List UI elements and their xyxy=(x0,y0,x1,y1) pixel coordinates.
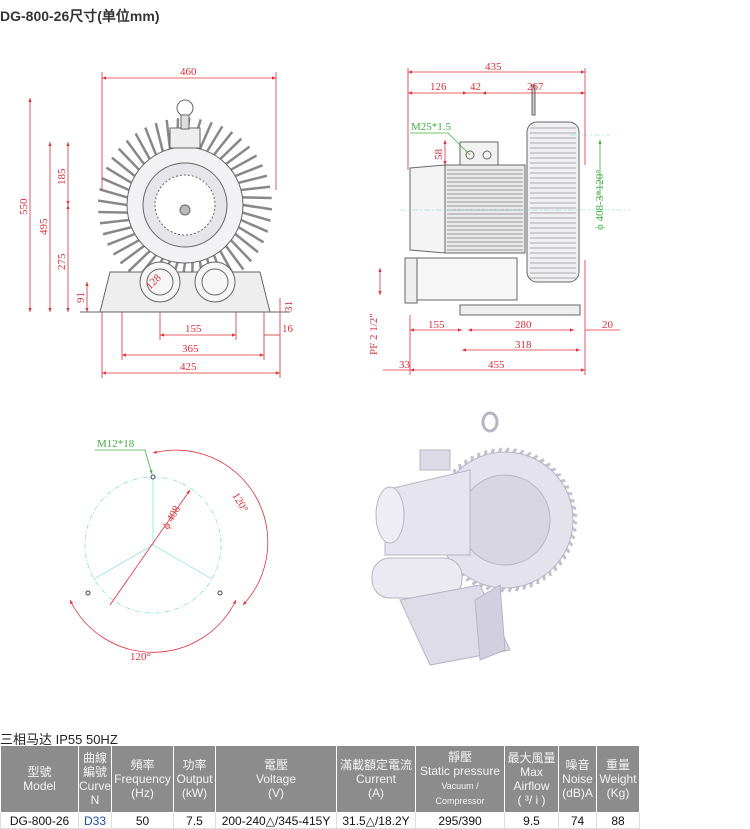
fin-line xyxy=(235,165,262,176)
dim-318: 318 xyxy=(515,339,532,351)
fin-line xyxy=(241,187,270,190)
dim-42: 42 xyxy=(470,81,481,93)
fin-line xyxy=(156,123,163,151)
dim-280: 280 xyxy=(515,319,532,331)
cell-airflow: 9.5 xyxy=(505,813,559,829)
flange-label: ϕ 408-3*120° xyxy=(594,169,606,230)
dim-435: 435 xyxy=(485,61,502,73)
cell-output: 7.5 xyxy=(174,813,216,829)
fin-line xyxy=(243,213,271,221)
cell-noise: 74 xyxy=(559,813,597,829)
cell-frequency: 50 xyxy=(112,813,174,829)
dim-16: 16 xyxy=(282,323,294,335)
fin-line xyxy=(99,189,127,197)
fin-line xyxy=(98,212,127,213)
dim-267: 267 xyxy=(527,81,544,93)
dim-126: 126 xyxy=(430,81,447,93)
dim-365: 365 xyxy=(182,343,199,355)
curve-link[interactable]: D33 xyxy=(79,813,112,829)
dim-20: 20 xyxy=(602,319,614,331)
dim-550: 550 xyxy=(18,198,30,215)
fin-line xyxy=(167,120,170,149)
dim-460: 460 xyxy=(180,66,197,78)
diameter-label: ϕ 408 xyxy=(160,503,183,531)
fin-line xyxy=(243,197,272,198)
side-view xyxy=(405,85,580,315)
dim-155-side: 155 xyxy=(428,319,445,331)
table-row: DG-800-26 D33 50 7.5 200-240△/345-415Y 3… xyxy=(1,813,640,829)
fin-line xyxy=(243,205,272,209)
dim-185: 185 xyxy=(56,168,68,185)
cell-model: DG-800-26 xyxy=(1,813,79,829)
dimension-drawings: 460 550 495 185 275 91 31 155 16 365 425… xyxy=(0,0,750,720)
thread-label-m25: M25*1.5 xyxy=(411,121,452,133)
dim-425: 425 xyxy=(180,361,197,373)
dim-58: 58 xyxy=(433,149,445,161)
angle-label-right: 120° xyxy=(229,491,250,515)
port-label: PF 2 1/2" xyxy=(368,313,380,355)
blower-photo xyxy=(372,413,577,665)
cell-static-pressure: 295/390 xyxy=(416,813,505,829)
bolt-pattern xyxy=(70,450,268,652)
cell-weight: 88 xyxy=(597,813,640,829)
dim-31: 31 xyxy=(283,301,295,312)
dim-155: 155 xyxy=(185,323,202,335)
dim-91: 91 xyxy=(75,292,87,303)
fin-line xyxy=(239,176,267,183)
front-view xyxy=(80,100,290,312)
cell-current: 31.5△/18.2Y xyxy=(337,813,416,829)
dim-495: 495 xyxy=(38,218,50,235)
fin-line xyxy=(98,201,127,205)
fin-line xyxy=(108,234,135,245)
cell-voltage: 200-240△/345-415Y xyxy=(216,813,337,829)
dim-33: 33 xyxy=(399,359,411,371)
dim-275: 275 xyxy=(56,253,68,270)
fin-line xyxy=(145,128,156,155)
thread-label-m12: M12*18 xyxy=(97,438,135,450)
angle-label-bottom: 120° xyxy=(130,651,151,663)
fin-line xyxy=(100,220,129,223)
fin-line xyxy=(103,227,131,234)
dim-455: 455 xyxy=(488,359,505,371)
